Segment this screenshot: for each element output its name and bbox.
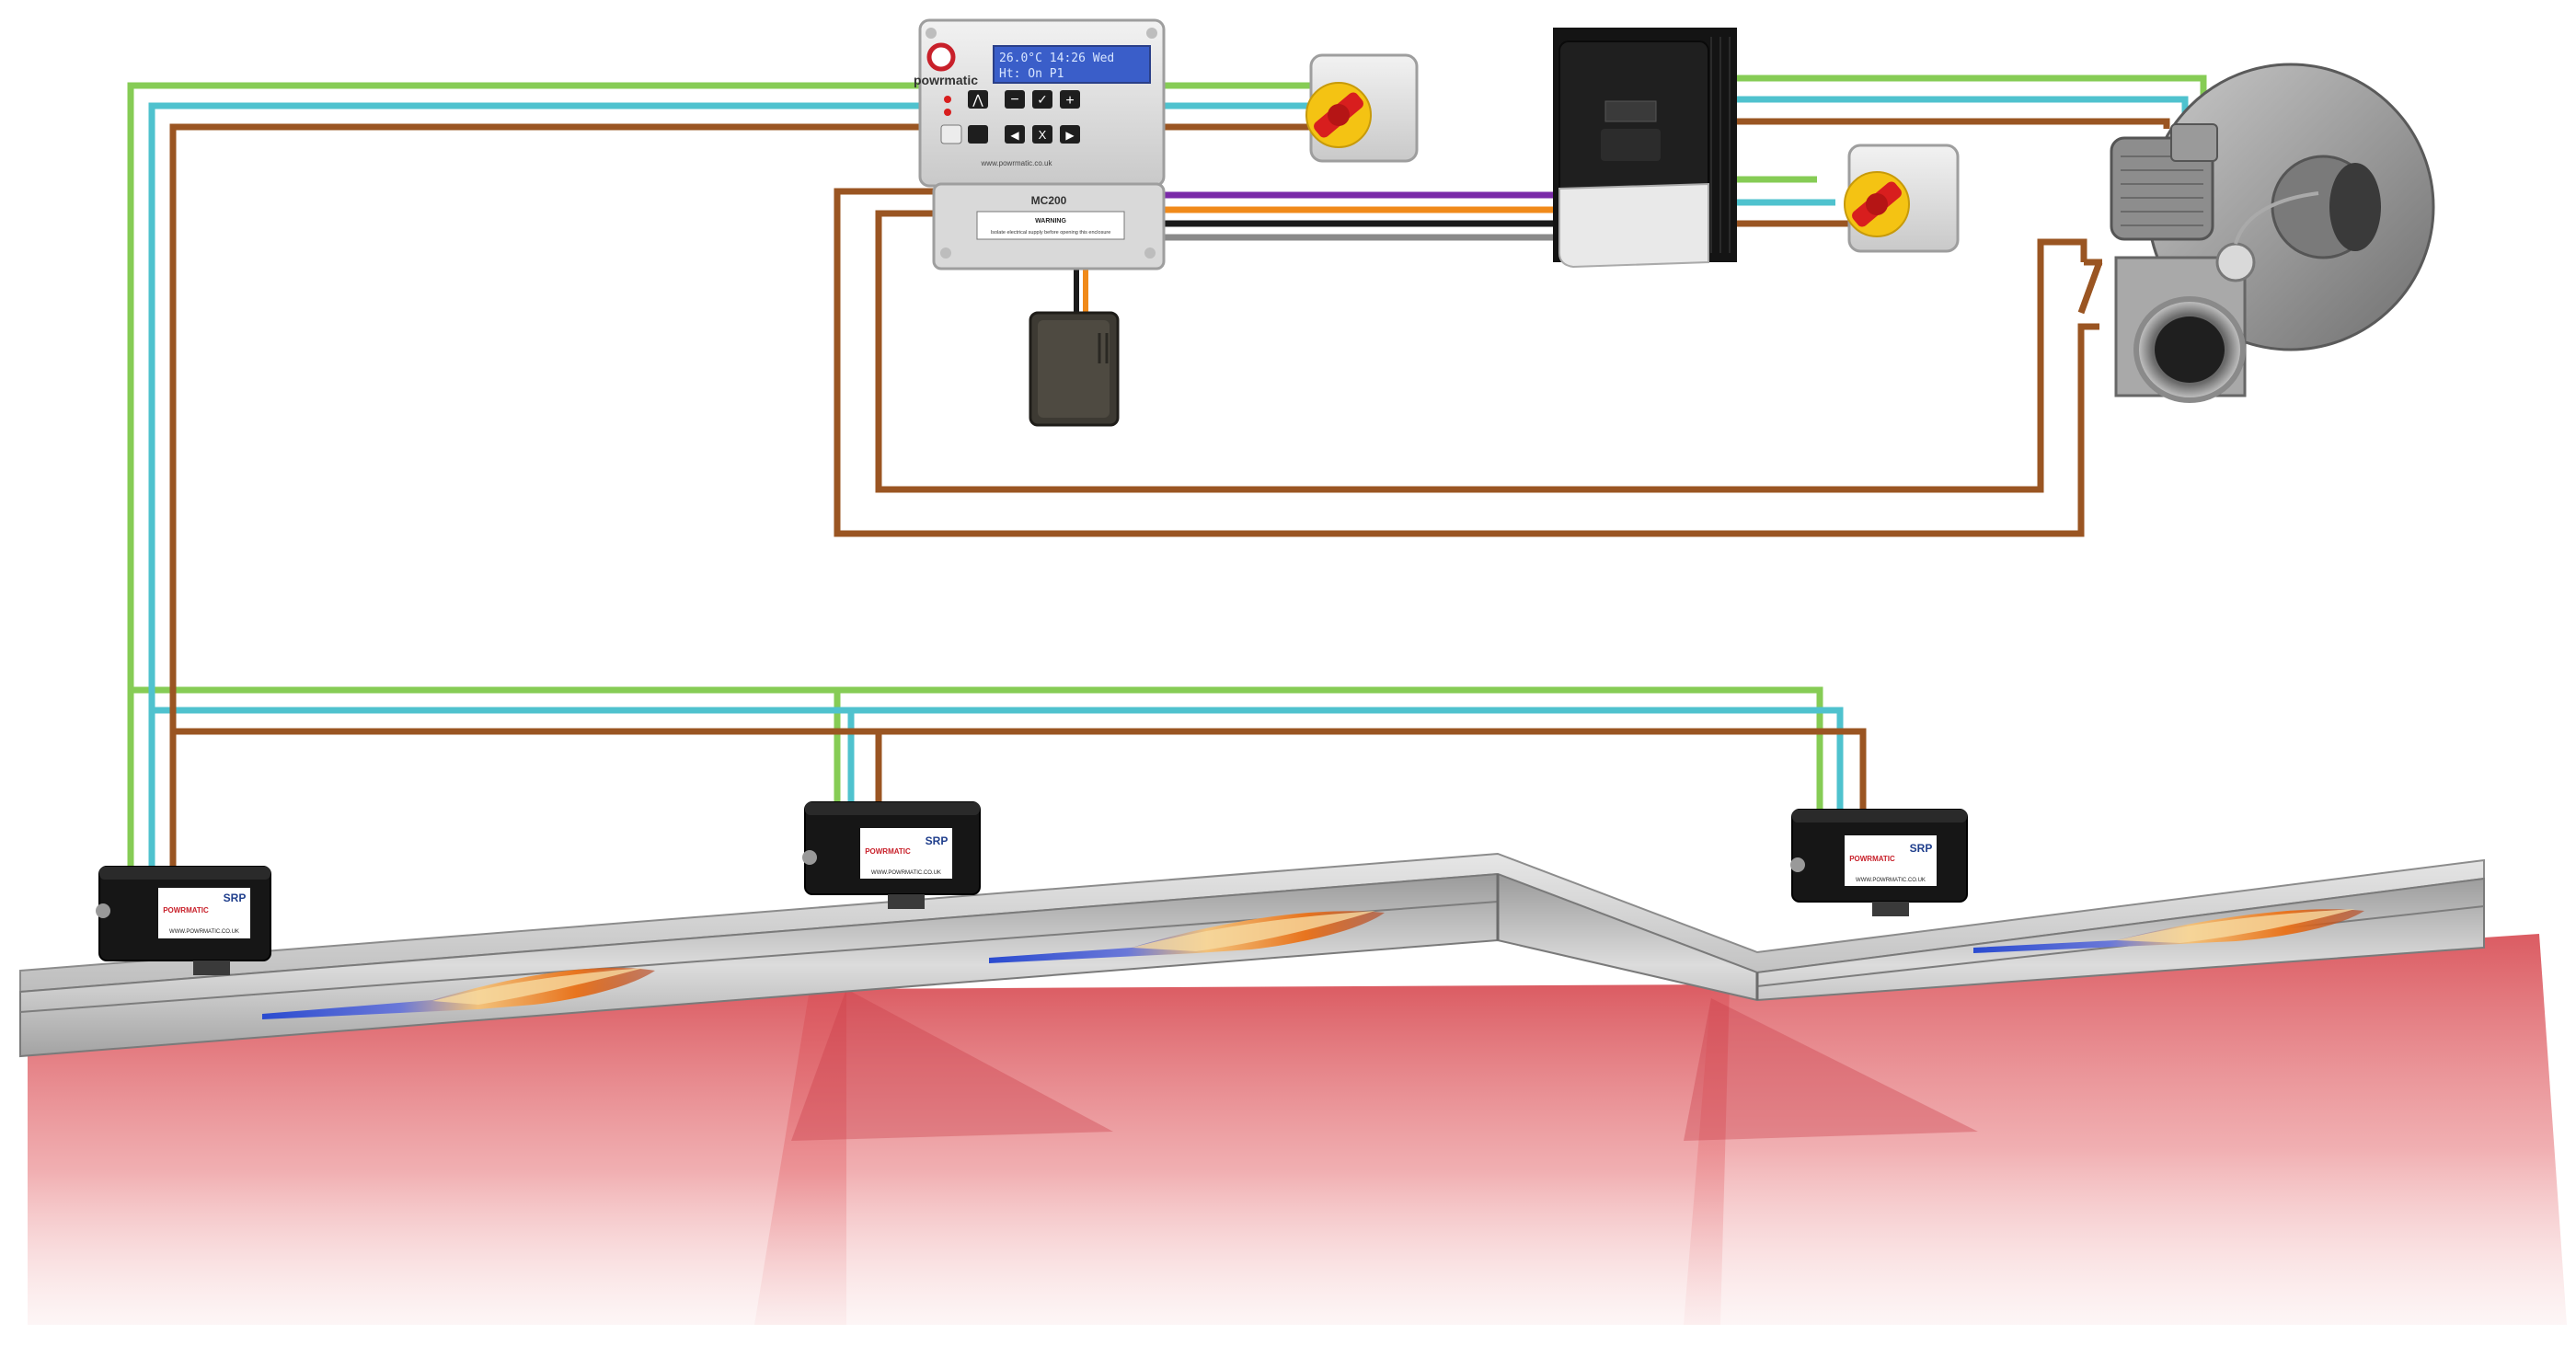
- isolator-switch-2: [1844, 144, 1960, 253]
- controller-website: www.powrmatic.co.uk: [981, 159, 1053, 167]
- minus-button[interactable]: [1005, 90, 1025, 109]
- burner-unit-3: POWRMATIC SRP WWW.POWRMATIC.CO.UK: [1790, 809, 1968, 916]
- burner-1-brand: POWRMATIC: [163, 906, 209, 915]
- pressure-switch: [2077, 259, 2103, 315]
- inverter-drive: [1553, 28, 1737, 269]
- close-icon: X: [1039, 128, 1047, 142]
- cancel-button[interactable]: [1032, 125, 1052, 144]
- inverter-keypad: [1601, 129, 1661, 161]
- burner-3-model: SRP: [1910, 842, 1933, 855]
- isolator-switch-1: [1305, 53, 1419, 163]
- heat-highlight-2: [791, 989, 1113, 1141]
- controller-lcd: [993, 45, 1151, 84]
- heat-zone-1: [28, 984, 846, 1325]
- inverter-display: [1604, 100, 1657, 122]
- controller-keypad: ⋀ − ✓ + ◀ X ▶: [940, 90, 1080, 144]
- burner-unit-2: POWRMATIC SRP WWW.POWRMATIC.CO.UK: [802, 801, 981, 909]
- burner-flames: [262, 909, 2364, 1019]
- left-arrow-icon: ◀: [1010, 129, 1019, 142]
- mc200-controller: powrmatic 26.0°C 14:26 Wed Ht: On P1 ⋀ −…: [914, 18, 1166, 270]
- heat-zone-2: [754, 984, 1730, 1325]
- lcd-line-2: Ht: On P1: [999, 67, 1064, 81]
- right-button[interactable]: [1060, 125, 1080, 144]
- live-wires: [169, 118, 2170, 874]
- burner-1-model: SRP: [224, 892, 247, 904]
- left-button[interactable]: [1005, 125, 1025, 144]
- burner-2-brand: POWRMATIC: [865, 847, 911, 856]
- heat-highlight-3: [1684, 998, 1978, 1141]
- fan-terminal-box: [2170, 123, 2218, 162]
- flame-3: [1973, 909, 2364, 953]
- plus-button[interactable]: [1060, 90, 1080, 109]
- warning-title: WARNING: [1035, 218, 1066, 224]
- radiant-heat-zones: [28, 934, 2567, 1325]
- tick-button[interactable]: [1032, 90, 1052, 109]
- flame-1: [262, 967, 655, 1019]
- burner-1-website: WWW.POWRMATIC.CO.UK: [169, 929, 239, 935]
- burner-3-website: WWW.POWRMATIC.CO.UK: [1856, 878, 1926, 883]
- lcd-line-1: 26.0°C 14:26 Wed: [999, 52, 1114, 65]
- burner-2-website: WWW.POWRMATIC.CO.UK: [871, 870, 941, 876]
- burner-unit-1: POWRMATIC SRP WWW.POWRMATIC.CO.UK: [96, 866, 271, 975]
- neutral-wires: [148, 96, 2189, 874]
- tube-face: [19, 872, 2485, 1058]
- plus-icon: +: [1065, 93, 1074, 109]
- powrmatic-logo-icon: [926, 42, 956, 72]
- up-button[interactable]: [968, 90, 988, 109]
- heat-zone-3: [1684, 934, 2567, 1325]
- exhaust-fan: [2110, 63, 2435, 403]
- warning-label: [976, 211, 1125, 240]
- aux-button-2[interactable]: [968, 125, 988, 144]
- fan-motor: [2110, 136, 2214, 241]
- sensor-cable: [1074, 267, 1088, 317]
- aux-button-1[interactable]: [940, 124, 962, 144]
- minus-icon: −: [1010, 92, 1018, 108]
- warning-text: Isolate electrical supply before opening…: [991, 230, 1111, 236]
- fan-pressure-switch: [2215, 242, 2256, 282]
- status-led-1: [944, 96, 951, 103]
- check-icon: ✓: [1037, 92, 1048, 107]
- right-arrow-icon: ▶: [1065, 129, 1075, 142]
- controller-brand: powrmatic: [914, 73, 978, 87]
- controller-model: MC200: [1031, 194, 1067, 207]
- up-icon: ⋀: [972, 92, 983, 107]
- flame-2: [989, 911, 1385, 963]
- status-led-2: [944, 109, 951, 116]
- signal-wires: [1164, 191, 1564, 241]
- earth-wires: [127, 75, 2207, 874]
- wiring: [127, 75, 2207, 874]
- room-sensor: [1029, 311, 1120, 427]
- burner-3-brand: POWRMATIC: [1849, 855, 1895, 863]
- burner-2-model: SRP: [926, 834, 949, 847]
